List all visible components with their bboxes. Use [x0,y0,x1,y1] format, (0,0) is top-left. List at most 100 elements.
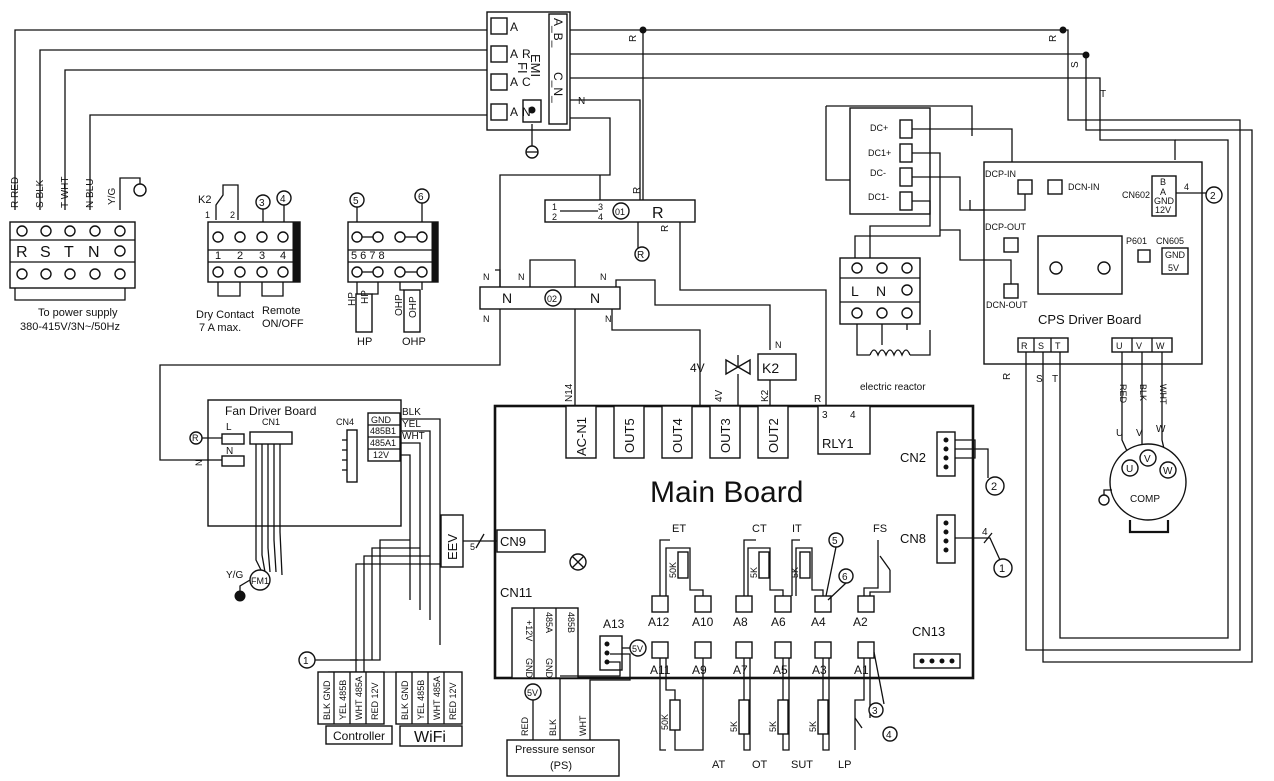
emi-filter: A A R A C A N EMI FI A_B_ C_N_ N [486,11,585,159]
emi-term-a4: A [510,105,518,119]
fan-wire-yel: YEL [402,419,421,430]
ps-wire-blk: BLK [548,719,558,736]
comp-label: COMP [1130,494,1160,505]
cn11-pin-12v: +12V [524,620,534,641]
badge-3-lp: 3 [872,706,878,717]
cn602-pin-a: A [1160,187,1166,197]
emi-right-n: N [578,96,585,107]
eev-pin: 5 [470,542,475,552]
fan-n-wire: N [194,460,204,467]
emi-right-label2: C_N_ [551,72,565,103]
wire-label-t: T [1100,89,1106,100]
wifi-label: WiFi [414,729,446,746]
wifi-pin-gnd: BLK GND [400,680,410,720]
it-thermistor: 5K [790,567,800,578]
bottom-sensors: 50K 5K AT 5K OT 5K SUT LP 3 4 [659,651,898,771]
sensor-ct: CT [752,523,767,535]
fan-motor: FM1 [251,576,269,586]
mains-term-r: R [16,244,28,261]
wire-n14: N14 [564,383,575,402]
cps-dcp-out: DCP-OUT [985,222,1026,232]
relay-n-wire4: N [483,314,490,324]
controller-wifi: 1 BLK GND YEL 485B WHT 485A RED 12V Cont… [298,539,463,747]
dry-label1: Dry Contact [196,309,254,321]
port-a4: A4 [811,615,826,629]
dry-k2: K2 [198,194,211,206]
cn11-pin-gnd: GND [524,658,534,679]
supply-line2: 380-415V/3N~/50Hz [20,321,120,333]
pressure-sensor: 5V RED BLK WHT Pressure sensor (PS) [506,653,631,777]
sut-thermistor: 5K [808,721,818,732]
mains-terminal: R RED S BLK T WHT N BLU Y/G R S T N To p… [9,177,147,333]
fan-wire-wht: WHT [402,431,425,442]
sensor-ot: OT [752,759,768,771]
main-board-title: Main Board [650,476,803,509]
relay-r-pin4: 4 [598,212,603,222]
controller-label: Controller [333,729,385,743]
cn9-label: CN9 [500,534,526,549]
dry-label2: 7 A max. [199,322,241,334]
cps-cn602: CN602 [1122,190,1150,200]
sensor-lp: LP [838,759,851,771]
wire-label-s: S [1070,61,1081,68]
relay-r: 1 2 3 4 01 R R R R [544,175,827,406]
ctrl-pin-gnd: BLK GND [322,680,332,720]
relay-n-label2: N [590,290,600,306]
relay-r-label: R [652,205,664,222]
ps-wire-red: RED [520,716,530,736]
relay-r-badge: 01 [615,207,625,217]
fan-r: R [192,433,199,443]
cn605-5v: 5V [1168,263,1179,273]
ohp-left-label: OHP [394,294,405,316]
wire-t-wht: T WHT [60,177,71,208]
bottom-50k: 50K [660,714,670,730]
port-a8: A8 [733,615,748,629]
at-thermistor: 5K [729,721,739,732]
relay-r-pin3: 3 [598,202,603,212]
sensor-it: IT [792,523,802,535]
cps-wire-s: S [1036,374,1043,385]
relay-r-wire2: R [660,225,671,232]
cn11-pin-485a: 485A [544,612,554,633]
four-way-label: 4V [690,361,705,375]
cn8-pin: 4 [982,527,988,538]
port-a10: A10 [692,615,714,629]
cps-driver-board: DCP-IN DCN-IN CN602 B A GND 12V 4 2 DCP-… [940,119,1253,663]
a13-5v: 5V [632,644,643,654]
cn13-label: CN13 [912,624,945,639]
compressor: U V W U V W COMP [1098,424,1187,534]
wire-n-blu: N BLU [85,179,96,208]
port-a9: A9 [692,663,707,677]
cn2-label: CN2 [900,450,926,465]
wire-label-r2: R [1048,35,1059,42]
wifi-pin-12v: RED 12V [448,682,458,720]
four-way-valve: 4V [690,355,751,406]
relay-n: N N 02 N N N N N [479,259,771,406]
dry-top-pin2: 2 [230,210,235,220]
comp-term-v: V [1144,454,1151,465]
ot-thermistor: 5K [768,721,778,732]
cps-dcn-in: DCN-IN [1068,182,1100,192]
emi-term-a3: A [510,75,518,89]
cps-title: CPS Driver Board [1038,312,1141,327]
cps-wire-t: T [1052,374,1058,385]
badge-3: 3 [259,198,265,209]
relay-r-pin1: 1 [552,202,557,212]
dry-contact-block: K2 1 2 3 4 1 2 3 4 Dry Contact 7 A max. … [196,184,304,334]
wire-4v: 4V [714,389,725,402]
relay-n-wire1: N [483,272,490,282]
relay-r-circle: R [637,250,644,261]
ct-thermistor: 5K [749,567,759,578]
ps-label1: Pressure sensor [515,744,595,756]
comp-label-w: W [1156,424,1166,435]
emi-term-a2: A [510,47,518,61]
cn11-label: CN11 [500,585,532,600]
port-a6: A6 [771,615,786,629]
ohp-inner-label: OHP [408,296,419,318]
badge-5-hp: 5 [353,196,359,207]
port-a1: A1 [854,663,869,677]
remote-label2: ON/OFF [262,318,304,330]
cps-uvw-w: W [1156,341,1165,351]
fan-n: N [226,446,233,457]
